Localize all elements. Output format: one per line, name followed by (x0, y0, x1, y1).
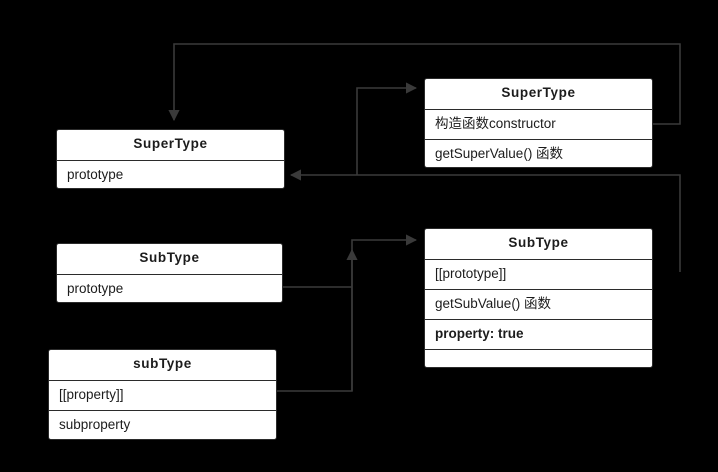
box-title: subType (133, 356, 192, 371)
box-title: SubType (139, 250, 200, 265)
box-title: SuperType (501, 85, 576, 100)
box-row: [[prototype]] (425, 259, 652, 289)
subtype-instance-box[interactable]: SubType [[prototype]] getSubValue() 函数 p… (424, 228, 653, 368)
box-row: getSuperValue() 函数 (425, 139, 652, 167)
box-row: subproperty (49, 410, 276, 439)
box-row: property: true (425, 319, 652, 349)
box-row-empty (425, 349, 652, 367)
box-row: getSubValue() 函数 (425, 289, 652, 319)
edge-subtype-object-to-subtype-instance (277, 234, 418, 392)
box-row: 构造函数constructor (425, 109, 652, 139)
box-row: [[property]] (49, 380, 276, 410)
box-row: prototype (57, 274, 282, 302)
box-title: SubType (508, 235, 569, 250)
subtype-object-box[interactable]: subType [[property]] subproperty (48, 349, 277, 440)
box-row: prototype (57, 160, 284, 188)
box-title: SuperType (133, 136, 208, 151)
supertype-prototype-box[interactable]: SuperType prototype (56, 129, 285, 189)
edge-subtype-link-to-supertype-instance (356, 82, 418, 175)
supertype-instance-box[interactable]: SuperType 构造函数constructor getSuperValue(… (424, 78, 653, 168)
subtype-prototype-box[interactable]: SubType prototype (56, 243, 283, 303)
